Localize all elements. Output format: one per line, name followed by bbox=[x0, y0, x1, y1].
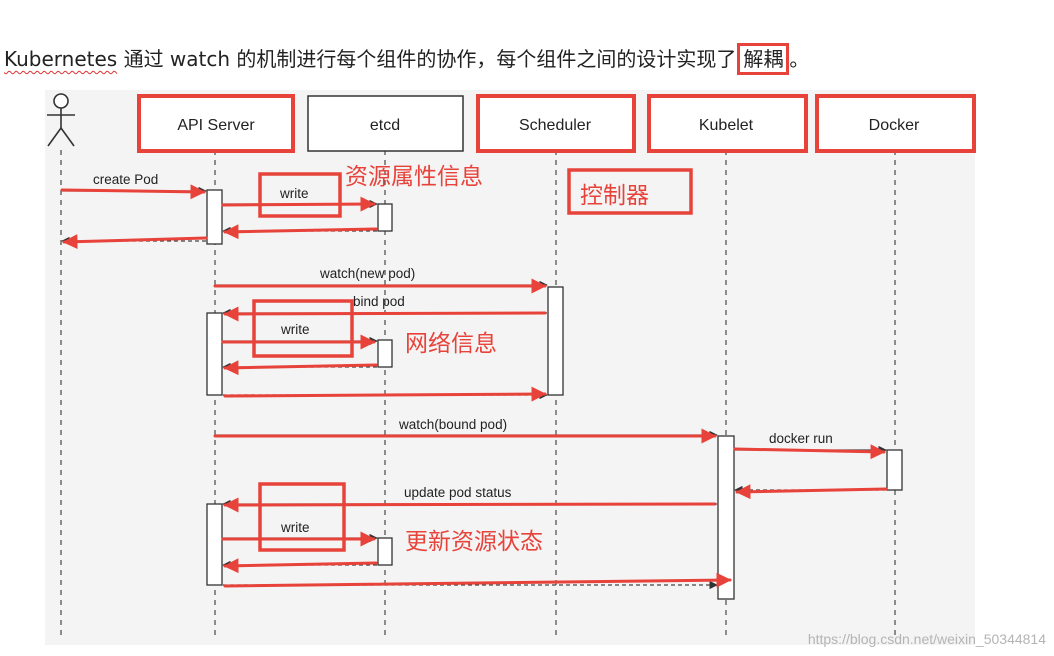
heading-keyword: Kubernetes bbox=[4, 47, 118, 71]
heading-text: 通过 watch 的机制进行每个组件的协作，每个组件之间的设计实现了 bbox=[117, 47, 737, 71]
docker-run-label: docker run bbox=[769, 431, 833, 446]
annotation-update-resource-state: 更新资源状态 bbox=[405, 529, 543, 555]
watch-bound-pod-label: watch(bound pod) bbox=[398, 417, 507, 432]
update-pod-status-label: update pod status bbox=[404, 485, 512, 500]
write-3-highlight bbox=[258, 482, 346, 552]
red-arrow-docker-run-return bbox=[735, 484, 888, 500]
create-pod-label: create Pod bbox=[93, 172, 158, 187]
user-actor-icon bbox=[47, 93, 75, 147]
write-2-label: write bbox=[280, 322, 310, 337]
api-server-activation-1 bbox=[206, 189, 223, 245]
etcd-activation-2 bbox=[377, 339, 393, 368]
heading-highlight: 解耦 bbox=[737, 43, 790, 75]
write-1-label: write bbox=[279, 186, 309, 201]
red-arrow-write-1 bbox=[221, 196, 376, 212]
red-arrow-write-3-return bbox=[223, 558, 378, 574]
participant-label: Docker bbox=[869, 117, 920, 134]
api-server-activation-3 bbox=[206, 503, 223, 586]
kubelet-activation bbox=[717, 435, 735, 600]
watch-new-pod-label: watch(new pod) bbox=[319, 266, 415, 281]
etcd-activation-3 bbox=[377, 537, 393, 566]
participant-label: Scheduler bbox=[519, 117, 592, 134]
scheduler-activation bbox=[547, 286, 564, 396]
docker-activation bbox=[886, 449, 903, 491]
red-arrow-update-status-return bbox=[223, 572, 732, 588]
red-arrow-docker-run bbox=[733, 444, 886, 460]
etcd-activation-1 bbox=[377, 203, 393, 232]
participant-api-server: API Server bbox=[137, 94, 295, 153]
red-arrow-write-2-return bbox=[223, 360, 378, 376]
controller-highlight bbox=[567, 168, 693, 215]
annotation-resource-attributes: 资源属性信息 bbox=[345, 164, 483, 190]
watermark: https://blog.csdn.net/weixin_50344814 bbox=[808, 631, 1046, 647]
write-3-label: write bbox=[280, 520, 310, 535]
participant-label: etcd bbox=[370, 117, 400, 134]
red-arrow-write-1-return bbox=[223, 224, 378, 240]
write-2-highlight bbox=[252, 299, 354, 358]
participant-kubelet: Kubelet bbox=[647, 94, 808, 153]
participant-label: API Server bbox=[177, 117, 255, 134]
red-arrow-bind-pod-return bbox=[223, 386, 547, 402]
write-1-highlight bbox=[258, 172, 342, 218]
annotation-network-info: 网络信息 bbox=[405, 331, 497, 357]
red-arrow-bind-pod bbox=[223, 306, 547, 322]
participant-docker: Docker bbox=[815, 94, 976, 153]
red-arrow-create-pod bbox=[60, 184, 206, 200]
annotation-controller: 控制器 bbox=[580, 183, 649, 209]
participant-label: Kubelet bbox=[699, 117, 754, 134]
heading-end: 。 bbox=[789, 47, 810, 71]
red-arrow-create-pod-return bbox=[62, 234, 208, 250]
page-heading: Kubernetes 通过 watch 的机制进行每个组件的协作，每个组件之间的… bbox=[4, 43, 809, 75]
bind-pod-label: bind pod bbox=[353, 294, 405, 309]
participant-scheduler: Scheduler bbox=[476, 94, 636, 153]
api-server-activation-2 bbox=[206, 312, 223, 396]
diagram-panel bbox=[45, 90, 975, 645]
red-arrow-update-pod-status bbox=[223, 497, 717, 513]
participant-etcd: etcd bbox=[307, 95, 464, 152]
